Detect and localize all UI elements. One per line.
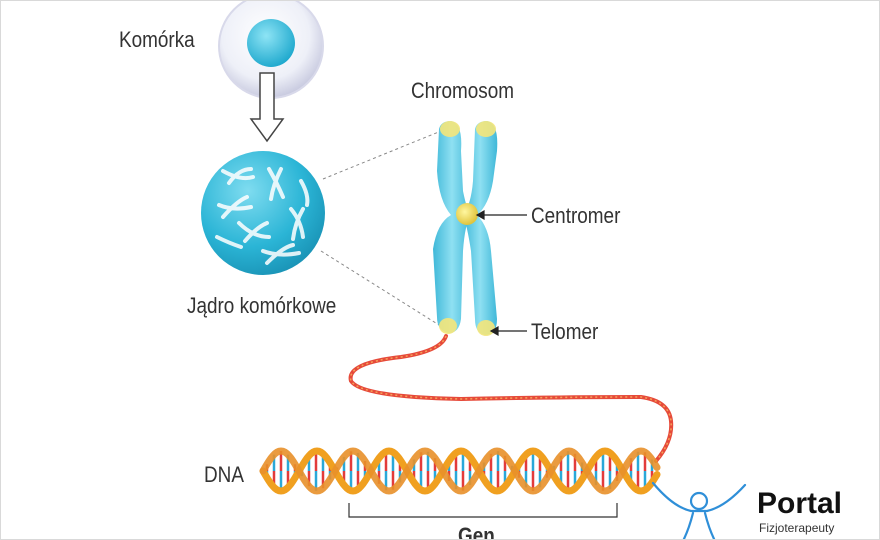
nucleus-illustration [201,151,325,275]
chromosome-label: Chromosom [411,78,515,103]
logo-wordmark: Portal [757,487,843,520]
dna-thread [348,334,674,463]
gene-label: Gen [458,523,495,540]
dna-helix [259,447,661,495]
logo-figure-icon [651,481,747,539]
cell-label: Komórka [119,27,195,52]
chromosome-illustration [433,121,498,336]
telomere-label: Telomer [531,319,599,344]
centromere-label: Centromer [531,203,621,228]
dna-label: DNA [204,462,244,487]
cell-illustration [218,1,324,99]
zoom-lines [320,130,442,326]
gene-bracket [348,503,618,518]
nucleus-label: Jądro komórkowe [187,293,337,318]
logo-tagline: Fizjoterapeuty [759,521,835,535]
down-arrow-icon [249,72,285,143]
pointer-arrows [475,209,527,337]
